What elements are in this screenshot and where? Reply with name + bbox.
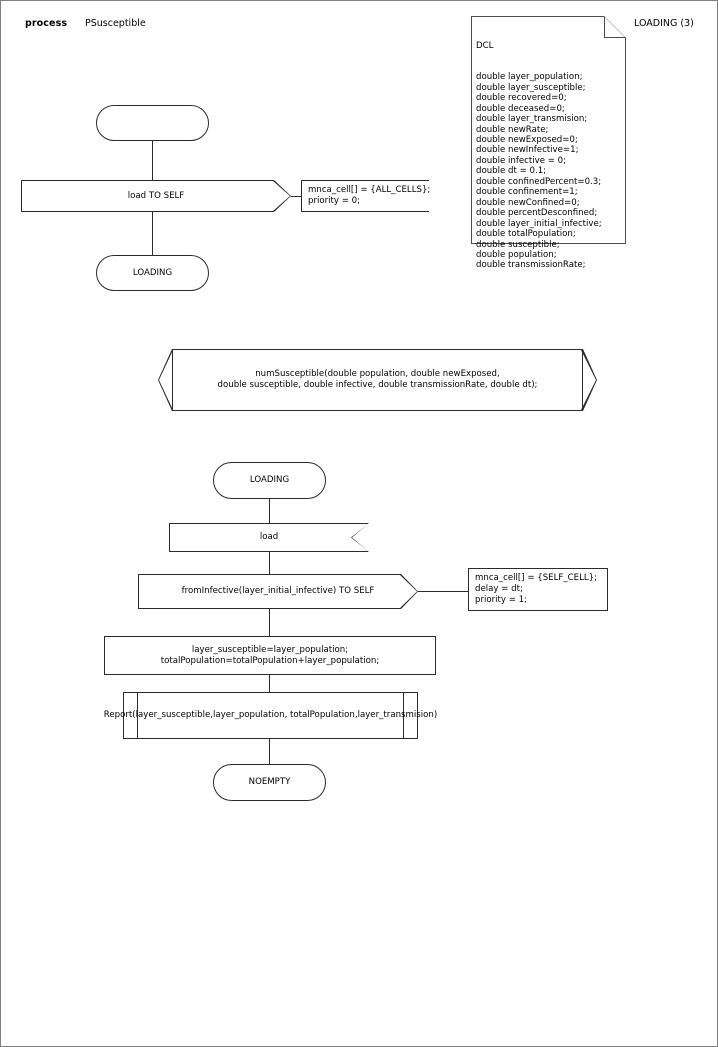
procedure-call-label: Report(layer_susceptible,layer_populatio… <box>103 710 438 720</box>
flow-line-task-to-proccall <box>269 675 270 692</box>
dcl-declaration-line: double population; <box>476 249 557 260</box>
dcl-note-text: DCL double layer_population;double layer… <box>476 20 622 292</box>
dcl-declaration-line: double dt = 0.1; <box>476 166 547 177</box>
output-symbol-load-to-self[interactable]: load TO SELF <box>21 180 291 212</box>
comment-output-load: mnca_cell[] = {ALL_CELLS}; priority = 0; <box>301 180 430 212</box>
dcl-declaration-line: double layer_population; <box>476 72 583 83</box>
output-label-2: fromInfective(layer_initial_infective) T… <box>181 586 375 596</box>
dcl-declaration-line: double layer_transmision; <box>476 114 588 125</box>
start-state-symbol[interactable] <box>96 105 209 141</box>
state-symbol-noempty[interactable]: NOEMPTY <box>213 764 326 801</box>
flow-line-output-to-task <box>269 609 270 636</box>
macro-label: numSusceptible(double population, double… <box>217 369 538 390</box>
comment-connector-2 <box>418 591 468 592</box>
output-symbol-frominfective[interactable]: fromInfective(layer_initial_infective) T… <box>138 574 418 609</box>
dcl-declaration-line: double layer_susceptible; <box>476 82 586 93</box>
output-label: load TO SELF <box>127 190 185 201</box>
flow-line-proccall-to-end <box>269 739 270 764</box>
dcl-declaration-line: double newInfective=1; <box>476 145 579 156</box>
comment-connector-1 <box>291 196 301 197</box>
procedure-call-symbol-report[interactable]: Report(layer_susceptible,layer_populatio… <box>104 692 437 739</box>
dcl-title: DCL <box>476 40 494 51</box>
flow-line-output-to-state <box>152 212 153 255</box>
dcl-declaration-line: double newExposed=0; <box>476 134 578 145</box>
task-symbol-assignments[interactable]: layer_susceptible=layer_population; tota… <box>104 636 436 675</box>
dcl-declaration-line: double recovered=0; <box>476 93 567 104</box>
dcl-declaration-line: double infective = 0; <box>476 155 567 166</box>
state-label-noempty: NOEMPTY <box>248 777 291 787</box>
state-label-loading-1: LOADING <box>132 267 173 278</box>
task-label: layer_susceptible=layer_population; tota… <box>160 644 380 666</box>
proccall-right-bar <box>403 693 404 738</box>
input-shape <box>169 523 369 552</box>
dcl-declaration-line: double totalPopulation; <box>476 229 576 240</box>
proccall-left-bar <box>137 693 138 738</box>
state-label-loading-2: LOADING <box>249 475 290 485</box>
input-label: load <box>259 532 279 542</box>
dcl-declaration-line: double susceptible; <box>476 239 560 250</box>
dcl-declaration-line: double deceased=0; <box>476 103 565 114</box>
state-symbol-loading-1[interactable]: LOADING <box>96 255 209 291</box>
output-shape-2 <box>138 574 418 609</box>
comment-output-frominfective: mnca_cell[] = {SELF_CELL}; delay = dt; p… <box>468 568 608 611</box>
dcl-note-body <box>471 16 626 244</box>
dcl-declaration-line: double percentDesconfined; <box>476 208 598 219</box>
dcl-declaration-line: double newRate; <box>476 124 549 135</box>
dcl-declaration-list: double layer_population;double layer_sus… <box>476 72 622 271</box>
state-symbol-loading-2[interactable]: LOADING <box>213 462 326 499</box>
input-symbol-load[interactable]: load <box>169 523 369 552</box>
macro-symbol-numsusceptible[interactable]: numSusceptible(double population, double… <box>158 349 597 411</box>
macro-inner-borders <box>172 349 583 411</box>
output-shape <box>21 180 291 212</box>
dcl-declaration-line: double confinedPercent=0.3; <box>476 176 602 187</box>
flow-line-state-to-input <box>269 499 270 523</box>
dcl-declaration-line: double confinement=1; <box>476 187 578 198</box>
dcl-declaration-line: double layer_initial_infective; <box>476 218 602 229</box>
process-name: PSusceptible <box>85 18 146 29</box>
page-state-label: LOADING (3) <box>634 18 694 29</box>
flow-line-start-to-output <box>152 141 153 180</box>
process-keyword: process <box>25 18 68 29</box>
dcl-declaration-note: DCL double layer_population;double layer… <box>471 16 626 270</box>
flow-line-input-to-output <box>269 552 270 574</box>
dcl-declaration-line: double transmissionRate; <box>476 260 586 271</box>
dcl-declaration-line: double newConfined=0; <box>476 197 580 208</box>
macro-shape <box>158 349 597 411</box>
